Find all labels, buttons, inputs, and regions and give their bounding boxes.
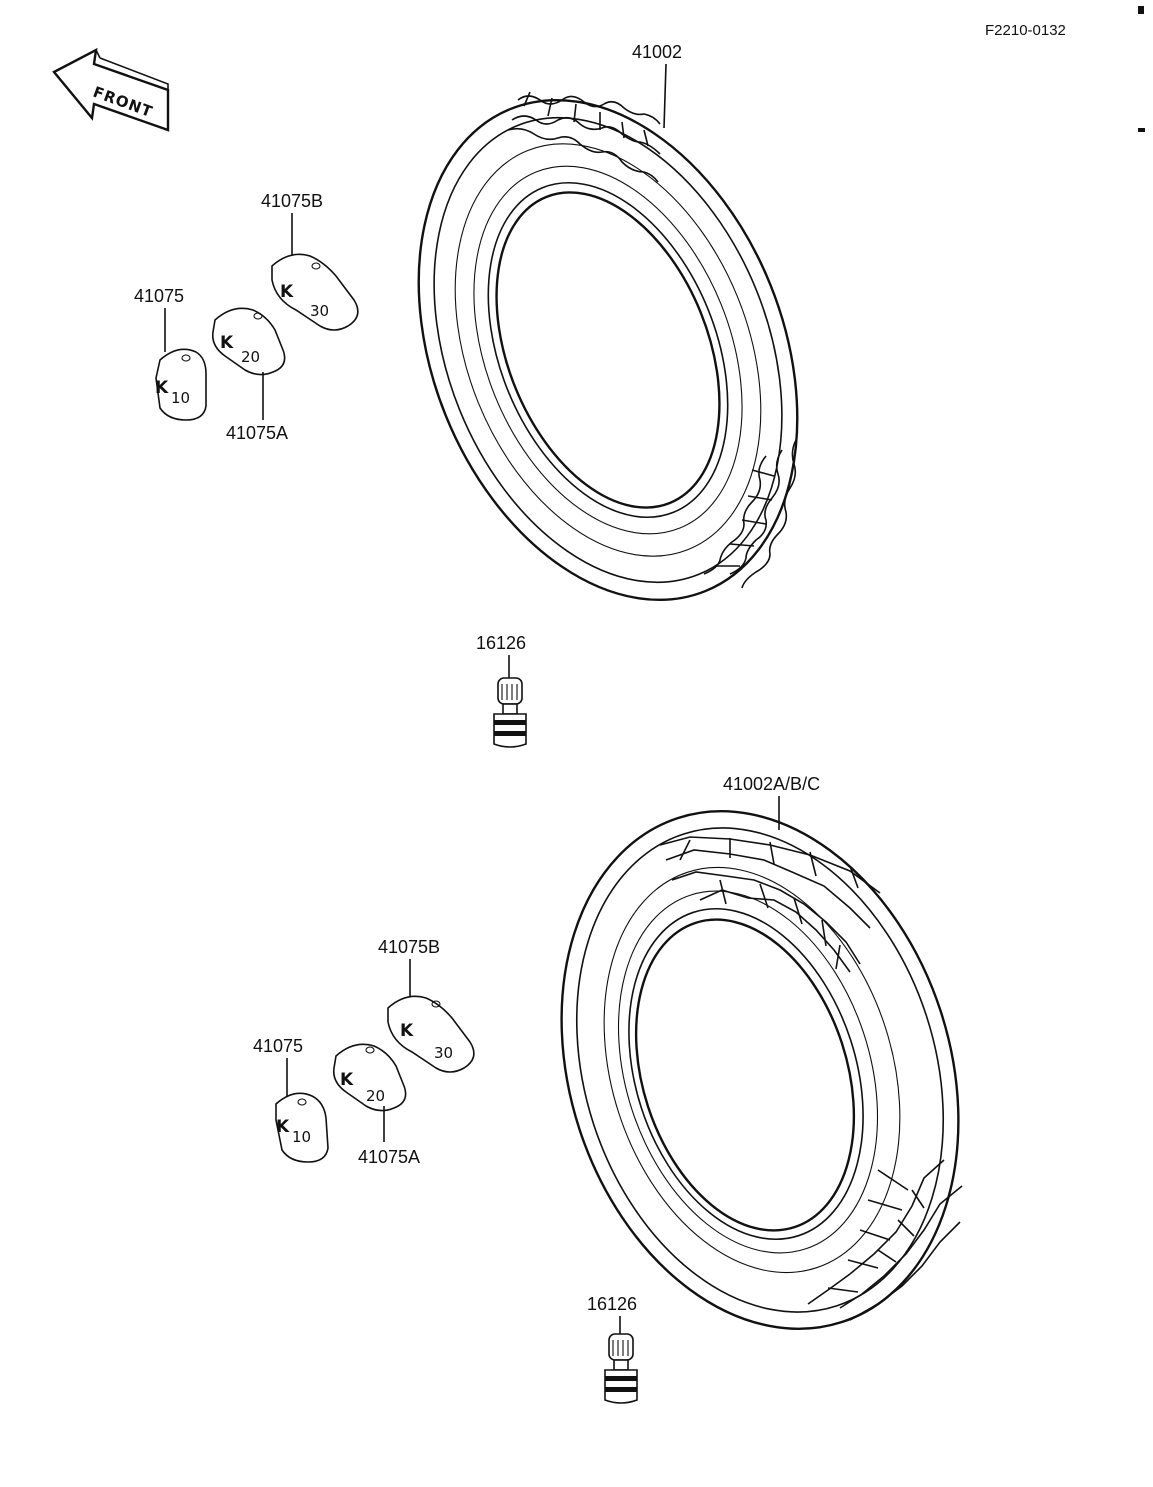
lower-valve-icon xyxy=(604,1333,638,1404)
front-arrow-icon: FRONT xyxy=(52,47,170,132)
diagram-code: F2210-0132 xyxy=(985,22,1066,39)
upper-weight-b-icon: K 30 xyxy=(271,253,359,331)
svg-text:30: 30 xyxy=(310,302,329,320)
svg-text:K: K xyxy=(155,378,169,398)
upper-weight-20-icon: K 20 xyxy=(211,307,286,376)
upper-weight-10-icon: K 10 xyxy=(155,348,207,421)
svg-text:20: 20 xyxy=(366,1087,385,1105)
svg-text:10: 10 xyxy=(171,389,190,407)
lower-tire-tread-top xyxy=(659,836,881,973)
lower-weight-b-label: 41075B xyxy=(378,937,440,957)
svg-text:K: K xyxy=(400,1021,414,1041)
upper-valve-part-label: 16126 xyxy=(476,633,526,653)
lower-tire-tread-bottom xyxy=(807,1159,963,1321)
upper-weight-label: 41075 xyxy=(134,286,184,306)
upper-tire xyxy=(417,91,799,602)
svg-text:30: 30 xyxy=(434,1044,453,1062)
upper-weight-b-label: 41075B xyxy=(261,191,323,211)
lower-weight-b-icon: K 30 xyxy=(387,995,475,1073)
upper-tire-part-label: 41002 xyxy=(632,42,682,62)
svg-text:10: 10 xyxy=(292,1128,311,1146)
lower-weight-20-icon: K 20 xyxy=(332,1043,407,1112)
svg-text:20: 20 xyxy=(241,348,260,366)
lower-weight-label: 41075 xyxy=(253,1036,303,1056)
upper-tire-leader xyxy=(663,63,667,129)
upper-tire-tread-top xyxy=(507,91,661,183)
svg-text:K: K xyxy=(220,333,234,353)
edge-mark-top xyxy=(1138,6,1144,14)
edge-mark-mid xyxy=(1138,128,1145,132)
svg-text:K: K xyxy=(280,282,294,302)
lower-weight-10-icon: K 10 xyxy=(275,1092,329,1163)
lower-tire-part-label: 41002A/B/C xyxy=(723,774,820,794)
upper-tire-tread-bottom xyxy=(703,439,797,589)
svg-text:K: K xyxy=(340,1070,354,1090)
lower-weight-a-label: 41075A xyxy=(358,1147,420,1167)
svg-text:K: K xyxy=(276,1117,290,1137)
upper-valve-icon xyxy=(493,677,527,748)
lower-tire xyxy=(560,810,963,1330)
upper-weight-a-label: 41075A xyxy=(226,423,288,443)
lower-valve-part-label: 16126 xyxy=(587,1294,637,1314)
